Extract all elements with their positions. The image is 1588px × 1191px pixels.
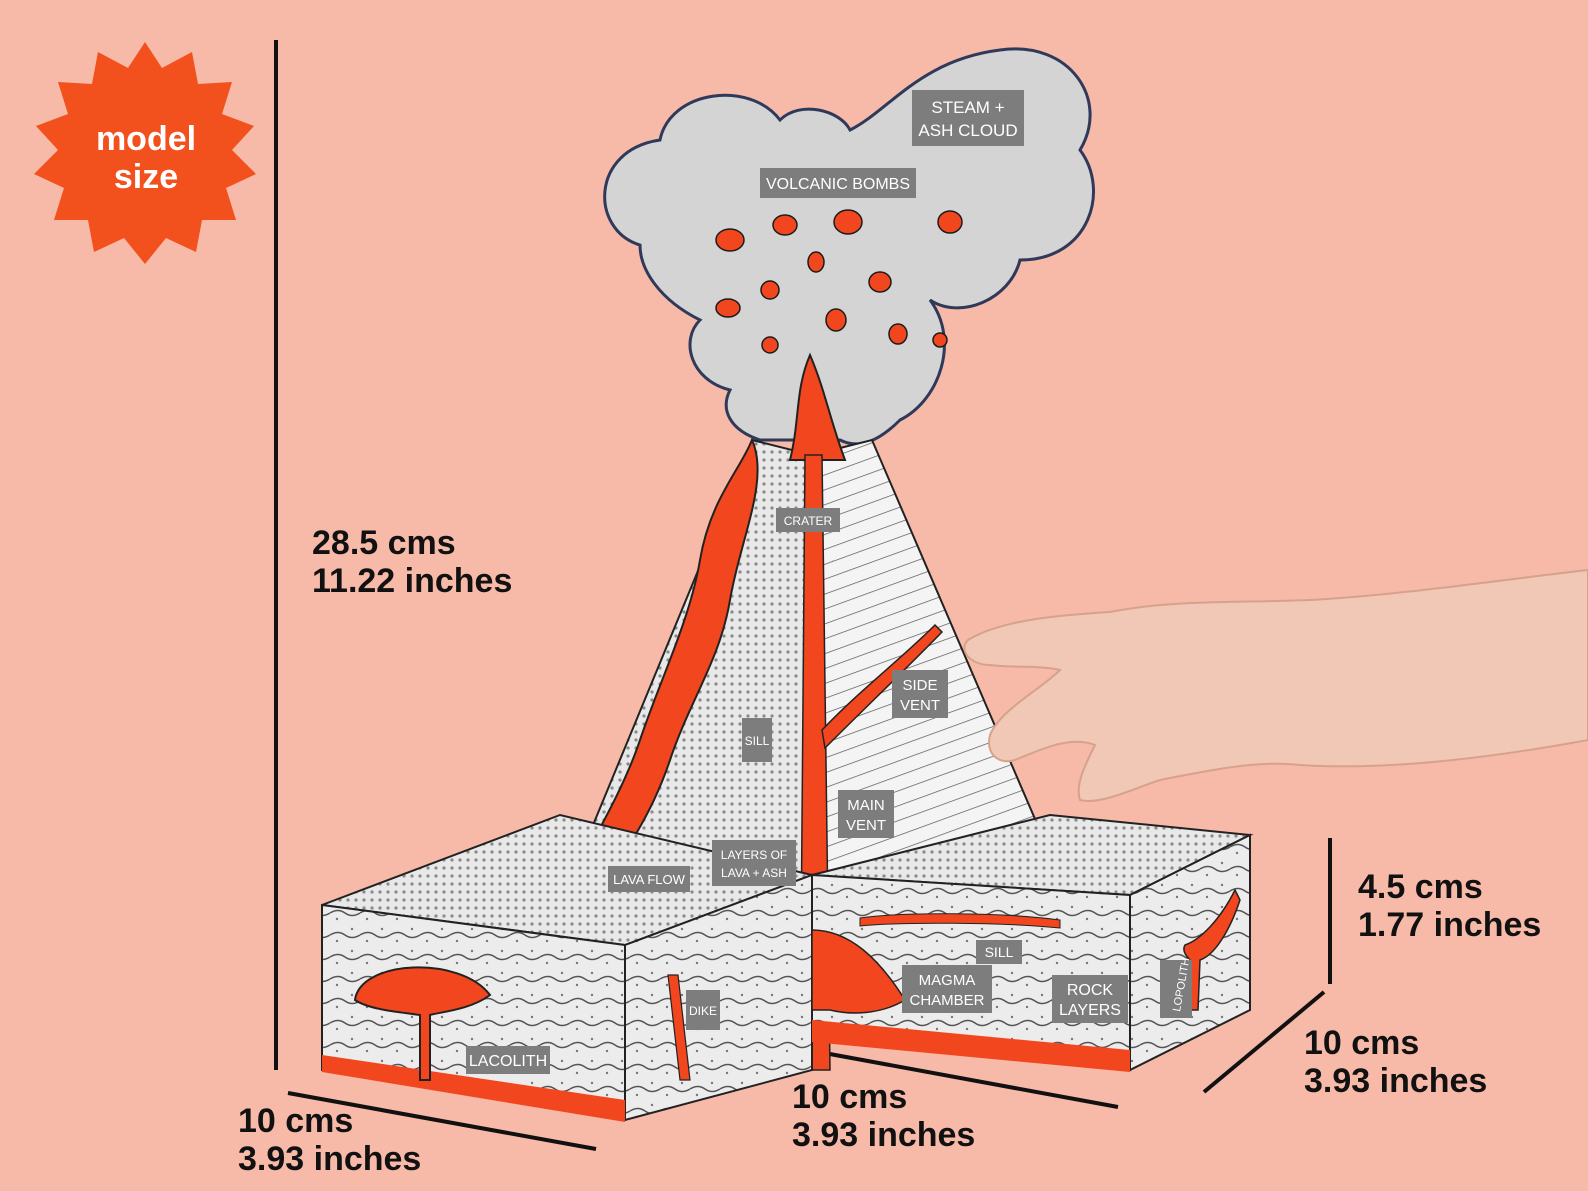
label-side-vent-line-1: SIDE — [902, 677, 937, 694]
label-magma-line-1: MAGMA — [919, 972, 976, 989]
height-cm: 28.5 cms — [312, 524, 456, 562]
base-left-dimension: 10 cms 3.93 inches — [238, 1102, 421, 1178]
sill-lower-shape — [859, 913, 1061, 929]
badge-line-1: model — [95, 120, 197, 158]
label-sill-lower: SILL — [976, 940, 1022, 964]
base-front-in: 3.93 inches — [792, 1116, 976, 1154]
lopolith-shape — [1183, 888, 1241, 1011]
label-volcanic-bombs: VOLCANIC BOMBS — [760, 168, 916, 198]
label-rock-line-1: ROCK — [1067, 982, 1114, 999]
label-lava-flow-text: LAVA FLOW — [613, 872, 685, 887]
height-dimension: 28.5 cms 11.22 inches — [312, 524, 512, 600]
badge-label: model size — [36, 120, 256, 196]
label-volcanic-bombs-text: VOLCANIC BOMBS — [766, 176, 910, 193]
label-steam-ash-line-2: ASH CLOUD — [918, 121, 1017, 140]
label-steam-ash-cloud: STEAM + ASH CLOUD — [912, 90, 1024, 146]
label-crater-text: CRATER — [784, 514, 833, 528]
label-lacolith: LACOLITH — [466, 1046, 550, 1074]
base-right-in: 3.93 inches — [1304, 1062, 1488, 1100]
lacolith-intrusion — [353, 966, 492, 1081]
label-side-vent-line-2: VENT — [900, 697, 940, 714]
ash-cloud — [603, 47, 1095, 446]
base-front-measure-line — [807, 1048, 1119, 1109]
label-layers-line-2: LAVA + ASH — [721, 866, 787, 880]
starburst-shape — [34, 42, 256, 264]
volcanic-bombs — [715, 209, 963, 354]
label-rock-line-2: LAYERS — [1059, 1002, 1121, 1019]
label-crater: CRATER — [776, 508, 840, 532]
label-main-vent-line-2: VENT — [846, 817, 886, 834]
label-dike-text: DIKE — [689, 1004, 717, 1018]
base-left-cm: 10 cms — [238, 1102, 354, 1140]
base-left-measure-line — [287, 1091, 597, 1151]
base-front-cm: 10 cms — [792, 1078, 908, 1116]
label-side-vent: SIDE VENT — [892, 670, 948, 718]
eruption-column — [788, 352, 847, 461]
label-layers-lava-ash: LAYERS OF LAVA + ASH — [712, 840, 796, 886]
label-sill-upper: SILL — [742, 718, 772, 762]
label-magma-chamber: MAGMA CHAMBER — [902, 965, 992, 1013]
side-vent — [821, 623, 944, 750]
hand-shape — [963, 568, 1588, 802]
base-front-dimension: 10 cms 3.93 inches — [792, 1078, 975, 1154]
base-right-cm: 10 cms — [1304, 1024, 1420, 1062]
label-lava-flow: LAVA FLOW — [608, 866, 690, 892]
label-main-vent: MAIN VENT — [838, 790, 894, 838]
label-sill-upper-text: SILL — [745, 734, 770, 748]
dike-intrusion — [667, 974, 691, 1081]
base-height-in: 1.77 inches — [1358, 906, 1542, 944]
badge-line-2: size — [113, 158, 179, 196]
base-right-measure-line — [1202, 990, 1326, 1094]
base-left-in: 3.93 inches — [238, 1140, 422, 1178]
label-sill-lower-text: SILL — [985, 944, 1014, 960]
label-steam-ash-line-1: STEAM + — [931, 98, 1004, 117]
label-lopolith: LOPOLITH — [1160, 957, 1192, 1018]
height-in: 11.22 inches — [312, 562, 513, 600]
model-size-badge — [34, 42, 256, 264]
label-rock-layers: ROCK LAYERS — [1052, 975, 1128, 1023]
label-magma-line-2: CHAMBER — [909, 992, 984, 1009]
label-main-vent-line-1: MAIN — [847, 797, 885, 814]
lava-bottom-left — [322, 1055, 625, 1122]
lava-bottom-right — [812, 1020, 1130, 1072]
base-height-dimension: 4.5 cms 1.77 inches — [1358, 868, 1541, 944]
base-height-cm: 4.5 cms — [1358, 868, 1483, 906]
label-layers-line-1: LAYERS OF — [721, 848, 787, 862]
base-right-dimension: 10 cms 3.93 inches — [1304, 1024, 1487, 1100]
label-dike: DIKE — [686, 990, 720, 1030]
label-lacolith-text: LACOLITH — [469, 1053, 547, 1070]
